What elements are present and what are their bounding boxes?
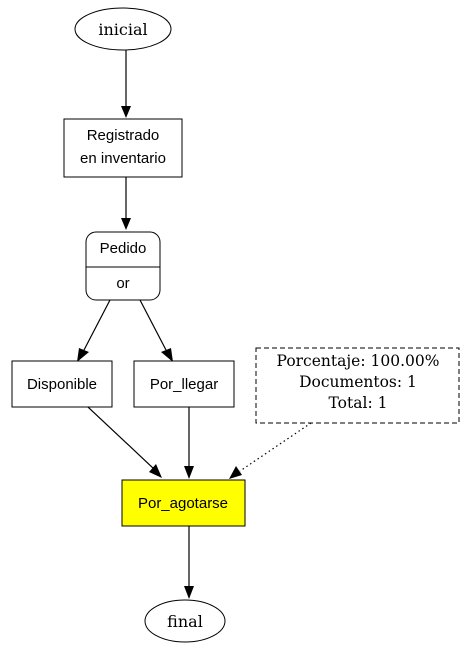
edge-order-to-available: [77, 299, 111, 362]
edge-note-to-running-out: [229, 422, 312, 479]
edge-start-to-registered: [121, 50, 131, 118]
statistics-note: Porcentaje: 100.00% Documentos: 1 Total:…: [255, 347, 460, 424]
incoming-node-label: Por_llegar: [150, 376, 218, 393]
registered-node-label-line2: en inventario: [80, 150, 166, 167]
order-decision-node: Pedido or: [85, 231, 161, 301]
order-node-mode: or: [116, 275, 129, 292]
note-percentage: Porcentaje: 100.00%: [277, 352, 440, 370]
note-total: Total: 1: [329, 394, 388, 412]
edge-registered-to-order: [121, 177, 131, 230]
running-out-node: Por_agotarse: [121, 479, 246, 527]
end-node-label: final: [167, 612, 203, 631]
order-node-title: Pedido: [100, 240, 147, 257]
edge-incoming-to-running-out: [184, 407, 194, 479]
incoming-node: Por_llegar: [133, 360, 235, 408]
edge-order-to-incoming: [139, 299, 173, 362]
registered-node: Registrado en inventario: [63, 118, 183, 178]
registered-node-label-line1: Registrado: [87, 127, 160, 144]
start-node-label: inicial: [98, 20, 147, 39]
running-out-node-label: Por_agotarse: [138, 495, 228, 512]
available-node-label: Disponible: [27, 376, 97, 393]
running-out-node-box: [121, 479, 246, 527]
edge-running-out-to-end: [184, 526, 194, 599]
available-node: Disponible: [11, 360, 113, 408]
note-documents: Documentos: 1: [299, 373, 417, 391]
start-node: inicial: [74, 7, 172, 51]
end-node: final: [144, 599, 226, 643]
edge-available-to-running-out: [87, 406, 162, 478]
